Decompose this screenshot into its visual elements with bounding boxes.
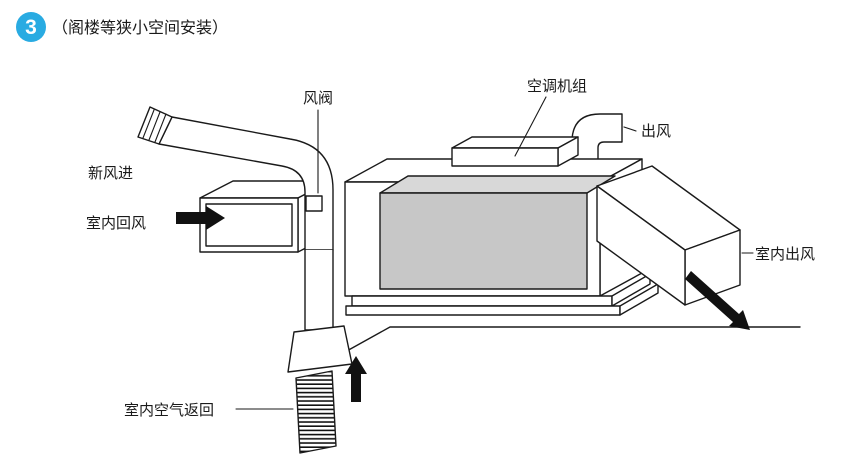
top-duct-front [451, 147, 559, 167]
return-pipe [304, 249, 334, 331]
vent-fitting [287, 325, 353, 373]
air-return-up-arrow [345, 356, 367, 402]
outlet-flow-arrow [685, 271, 750, 330]
fresh-air-in-label: 新风进 [88, 165, 133, 182]
indoor-outlet-duct-front [596, 185, 686, 306]
ac-unit-body-top [379, 175, 616, 194]
indoor-air-return-label: 室内空气返回 [124, 402, 214, 419]
unit-base-slab1 [351, 295, 613, 307]
unit-base-slab2 [345, 305, 621, 316]
return-air-box-opening [205, 203, 293, 247]
top-duct-top [451, 136, 579, 149]
outlet-leader-line [623, 126, 637, 132]
ac-unit-leader-line [514, 96, 547, 157]
return-air-arrow [176, 206, 225, 230]
fresh-air-inlet-hatch [142, 109, 167, 143]
ac-unit-body-front [379, 192, 588, 290]
indoor-return-label: 室内回风 [86, 215, 146, 232]
floor-line [344, 326, 801, 353]
return-air-box-front [199, 197, 299, 253]
unit-base-slab2-side [619, 283, 659, 316]
step-number: 3 [25, 16, 37, 39]
page-title: （阁楼等狭小空间安装） [52, 19, 228, 37]
unit-base-slab1-side [611, 273, 651, 307]
ac-unit-label: 空调机组 [527, 78, 587, 95]
indoor-outlet-label: 室内出风 [755, 246, 815, 263]
return-air-grille [295, 370, 337, 454]
damper-valve [305, 195, 323, 212]
damper-label: 风阀 [303, 90, 333, 107]
step-number-badge [16, 12, 46, 42]
outlet-label: 出风 [641, 123, 671, 140]
